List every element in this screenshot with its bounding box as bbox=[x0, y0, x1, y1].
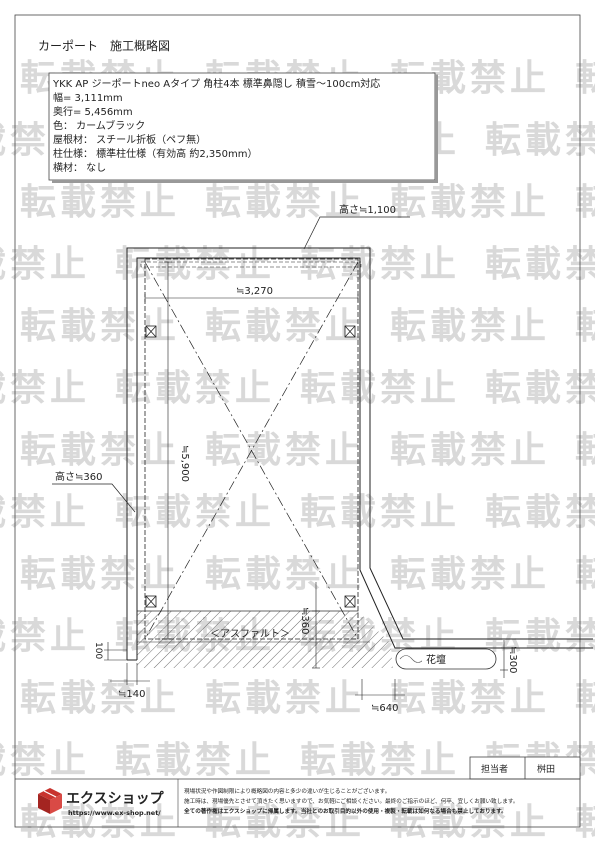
dimension-height-side: 高さ≒360 bbox=[52, 470, 136, 513]
carport-roof bbox=[140, 258, 362, 640]
watermark-text: 転載禁止 bbox=[0, 368, 90, 409]
carport-posts bbox=[145, 325, 356, 608]
spec-line-color: 色： カームブラック bbox=[53, 119, 145, 132]
watermark-text: 転載禁止 bbox=[20, 430, 180, 471]
company-logo: エクスショップ https://www.ex-shop.net/ bbox=[38, 788, 165, 817]
watermark-text: 転載禁止 bbox=[0, 244, 90, 285]
watermark-text: 転載禁止 bbox=[0, 492, 90, 533]
post-front-right bbox=[344, 325, 356, 338]
spec-line-depth: 奥行= 5,456mm bbox=[53, 105, 133, 118]
watermark-text: 転載禁止 bbox=[205, 802, 365, 842]
post-front-left bbox=[145, 325, 157, 338]
watermark-text: 転載禁止 bbox=[390, 554, 550, 595]
watermark-text: 転載禁止 bbox=[115, 492, 275, 533]
dimension-bottom-640: ≒640 bbox=[355, 679, 405, 714]
dimension-width: ≒3,270 bbox=[144, 286, 359, 302]
asphalt-area bbox=[137, 610, 393, 668]
watermark-text: 転載禁止 bbox=[575, 554, 595, 595]
spec-line-product: YKK AP ジーポートneo Aタイプ 角柱4本 標準鼻隠し 積雪～100cm… bbox=[52, 77, 380, 90]
watermark-text: 転載禁止 bbox=[20, 554, 180, 595]
spec-line-roof: 屋根材： スチール折板（ペフ無） bbox=[53, 133, 206, 146]
footer-note-1: 現場状況や作図制限により概略図の内容と多少の違いが生じることがございます。 bbox=[184, 787, 390, 795]
watermark-text: 転載禁止 bbox=[390, 306, 550, 347]
dimension-bottom-140: ≒140 bbox=[110, 663, 150, 700]
page-title: カーポート 施工概略図 bbox=[38, 38, 170, 53]
watermark-text: 転載禁止 bbox=[300, 244, 460, 285]
svg-text:≒360: ≒360 bbox=[299, 607, 310, 634]
watermark-text: 転載禁止 bbox=[390, 678, 550, 719]
spec-box: YKK AP ジーポートneo Aタイプ 角柱4本 標準鼻隠し 積雪～100cm… bbox=[48, 72, 438, 183]
svg-text:≒140: ≒140 bbox=[118, 689, 145, 700]
watermark-text: 転載禁止 bbox=[485, 492, 595, 533]
dimension-length: ≒5,900 bbox=[164, 261, 190, 640]
watermark-text: 転載禁止 bbox=[205, 430, 365, 471]
flowerbed: 花壇 bbox=[395, 648, 497, 670]
watermark-text: 転載禁止 bbox=[575, 58, 595, 99]
watermark-text: 転載禁止 bbox=[575, 430, 595, 471]
svg-text:100: 100 bbox=[93, 642, 103, 659]
svg-text:高さ≒360: 高さ≒360 bbox=[55, 470, 102, 483]
logo-box-icon bbox=[38, 788, 62, 814]
svg-text:≒3,270: ≒3,270 bbox=[236, 286, 273, 297]
watermark-text: 転載禁止 bbox=[115, 244, 275, 285]
watermark-text: 転載禁止 bbox=[575, 678, 595, 719]
watermark-text: 転載禁止 bbox=[300, 492, 460, 533]
watermark-text: 転載禁止 bbox=[390, 182, 550, 223]
watermark-text: 転載禁止 bbox=[390, 430, 550, 471]
svg-text:高さ≒1,100: 高さ≒1,100 bbox=[339, 203, 396, 216]
watermark-text: 転載禁止 bbox=[205, 306, 365, 347]
flowerbed-label: 花壇 bbox=[426, 653, 446, 666]
asphalt-label: ＜アスファルト＞ bbox=[210, 629, 290, 640]
watermark-text: 転載禁止 bbox=[20, 678, 180, 719]
person-name: 桝田 bbox=[537, 763, 555, 775]
footer-note-3: 全ての著作権はエクスショップに帰属します。当社とのお取引目的以外の使用・複製・転… bbox=[183, 807, 507, 815]
watermark-text: 転載禁止 bbox=[205, 678, 365, 719]
watermark-text: 転載禁止 bbox=[115, 740, 275, 781]
watermark-text: 転載禁止 bbox=[205, 554, 365, 595]
watermark-layer: 転載禁止転載禁止転載禁止転載禁止転載禁止転載禁止転載禁止転載禁止転載禁止転載禁止… bbox=[0, 58, 595, 842]
watermark-text: 転載禁止 bbox=[0, 740, 90, 781]
spec-line-post: 柱仕様： 標準柱仕様（有効高 約2,350mm） bbox=[53, 147, 257, 160]
watermark-text: 転載禁止 bbox=[20, 182, 180, 223]
watermark-text: 転載禁止 bbox=[300, 740, 460, 781]
dimension-height-front: 高さ≒1,100 bbox=[303, 203, 410, 250]
watermark-text: 転載禁止 bbox=[575, 182, 595, 223]
watermark-text: 転載禁止 bbox=[575, 306, 595, 347]
post-rear-left bbox=[145, 595, 157, 608]
watermark-text: 転載禁止 bbox=[485, 616, 595, 657]
dimension-step-height: ≒360 bbox=[299, 582, 320, 669]
company-url: https://www.ex-shop.net/ bbox=[68, 809, 161, 817]
person-label: 担当者 bbox=[481, 763, 508, 775]
watermark-text: 転載禁止 bbox=[300, 368, 460, 409]
watermark-text: 転載禁止 bbox=[390, 802, 550, 842]
company-name: エクスショップ bbox=[66, 791, 165, 807]
wall-outline bbox=[126, 247, 593, 661]
page-border bbox=[14, 14, 581, 828]
dimension-right-300: ≒300 bbox=[500, 640, 518, 678]
dimension-left-100: 100 bbox=[93, 642, 127, 661]
watermark-text: 転載禁止 bbox=[0, 616, 90, 657]
spec-line-crossbar: 横材： なし bbox=[53, 161, 106, 174]
footer-notes: 現場状況や作図制限により概略図の内容と多少の違いが生じることがございます。 施工… bbox=[183, 787, 518, 815]
watermark-text: 転載禁止 bbox=[205, 182, 365, 223]
spec-line-width: 幅= 3,111mm bbox=[53, 91, 123, 104]
svg-text:≒5,900: ≒5,900 bbox=[179, 445, 190, 482]
post-rear-right bbox=[344, 595, 356, 608]
watermark-text: 転載禁止 bbox=[485, 120, 595, 161]
watermark-text: 転載禁止 bbox=[485, 368, 595, 409]
watermark-text: 転載禁止 bbox=[575, 802, 595, 842]
svg-text:≒640: ≒640 bbox=[371, 703, 398, 714]
footer-note-2: 施工時は、現場優先とさせて頂きたく思いますので、お気軽にご相談ください。最終のご… bbox=[184, 797, 518, 805]
svg-text:≒300: ≒300 bbox=[507, 646, 518, 673]
watermark-text: 転載禁止 bbox=[485, 244, 595, 285]
watermark-text: 転載禁止 bbox=[115, 368, 275, 409]
person-table: 担当者 桝田 bbox=[469, 756, 581, 780]
